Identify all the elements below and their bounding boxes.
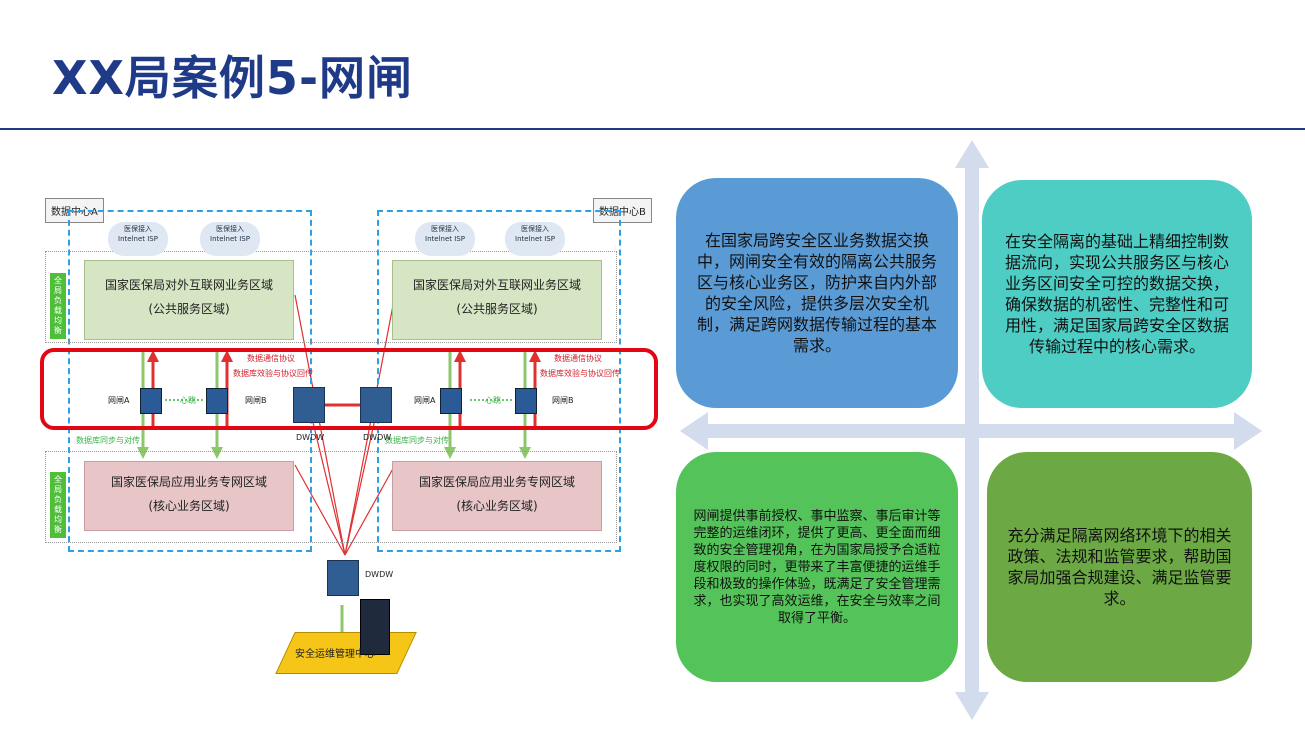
up-arrow-head: [454, 350, 466, 362]
switch-icon: [327, 560, 359, 596]
public-band: [45, 251, 617, 343]
heartbeat-label: 心跳: [180, 396, 196, 405]
gateway-highlight-frame: [40, 348, 658, 430]
page-title: XX局案例5-网闸: [52, 51, 414, 105]
down-arrow-head: [444, 447, 456, 459]
gateway-icon: [515, 388, 537, 414]
verify-label: 数据库效验与协议回传: [540, 369, 620, 378]
quadrant-isolation: 在国家局跨安全区业务数据交换中，网闸安全有效的隔离公共服务区与核心业务区，防护来…: [676, 178, 958, 408]
mgmt-center-label: 安全运维管理中心: [295, 649, 375, 660]
up-arrow-head: [147, 350, 159, 362]
horizontal-double-arrow: [680, 412, 1262, 450]
gate-b-label: 网闸B: [245, 396, 267, 405]
gateway-icon: [206, 388, 228, 414]
load-balance-tag-bottom: 全局负载均衡: [50, 472, 66, 538]
dwdw-label: DWDW: [296, 433, 325, 442]
link-line: [344, 409, 378, 556]
link-line: [309, 409, 346, 556]
core-band: [45, 451, 617, 543]
verify-label: 数据库效验与协议回传: [233, 369, 313, 378]
datacenter-b-frame: [377, 210, 621, 552]
dwdw-label: DWDW: [363, 433, 392, 442]
protocol-label: 数据通信协议: [554, 354, 602, 363]
sync-label: 数据库同步与对传: [385, 436, 449, 445]
sync-label: 数据库同步与对传: [76, 436, 140, 445]
switch-icon: [360, 387, 392, 423]
link-line: [294, 464, 346, 556]
down-arrow-head: [519, 447, 531, 459]
title-divider: [0, 128, 1305, 130]
core-zone-b: 国家医保局应用业务专网区域(核心业务区域): [392, 461, 602, 531]
down-arrow-head: [211, 447, 223, 459]
public-zone-a: 国家医保局对外互联网业务区域(公共服务区域): [84, 260, 294, 340]
quadrant-data-control: 在安全隔离的基础上精细控制数据流向，实现公共服务区与核心业务区间安全可控的数据交…: [982, 180, 1252, 408]
dwdw-label: DWDW: [365, 570, 394, 579]
gateway-icon: [440, 388, 462, 414]
load-balance-tag-top: 全局负载均衡: [50, 273, 66, 339]
link-line: [344, 294, 396, 556]
link-line: [344, 464, 396, 556]
gate-a-label: 网闸A: [108, 396, 130, 405]
protocol-label: 数据通信协议: [247, 354, 295, 363]
datacenter-a-frame: [68, 210, 312, 552]
gate-b-label: 网闸B: [552, 396, 574, 405]
gate-a-label: 网闸A: [414, 396, 436, 405]
public-zone-b: 国家医保局对外互联网业务区域(公共服务区域): [392, 260, 602, 340]
up-arrow-head: [529, 350, 541, 362]
down-arrow-head: [137, 447, 149, 459]
quadrant-compliance: 充分满足隔离网络环境下的相关政策、法规和监管要求，帮助国家局加强合规建设、满足监…: [987, 452, 1252, 682]
switch-icon: [293, 387, 325, 423]
server-icon: [360, 599, 390, 655]
quadrant-ops-audit: 网闸提供事前授权、事中监察、事后审计等完整的运维闭环，提供了更高、更全面而细致的…: [676, 452, 958, 682]
link-line: [294, 294, 346, 556]
core-zone-a: 国家医保局应用业务专网区域(核心业务区域): [84, 461, 294, 531]
heartbeat-label: 心跳: [485, 396, 501, 405]
up-arrow-head: [221, 350, 233, 362]
gateway-icon: [140, 388, 162, 414]
